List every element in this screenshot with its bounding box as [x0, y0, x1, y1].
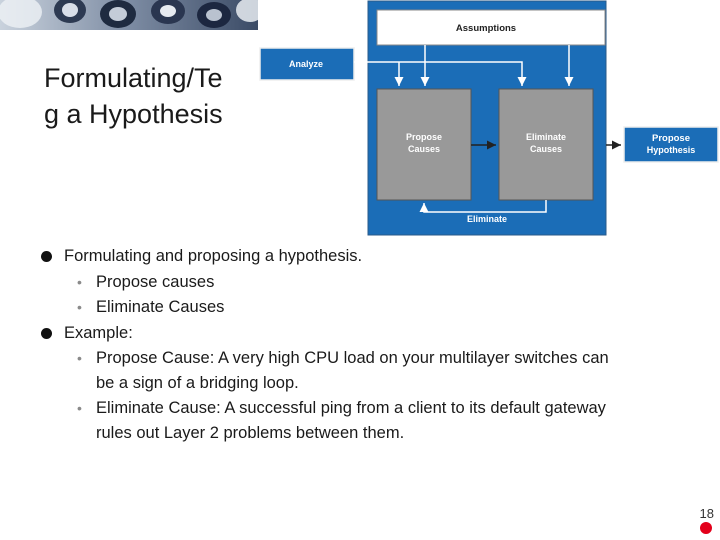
red-dot-icon [700, 522, 712, 534]
assumptions-label: Assumptions [456, 23, 516, 34]
sub-bullet-item: • Eliminate Cause: A successful ping fro… [44, 396, 684, 446]
sub-bullet-text: Eliminate Causes [96, 298, 225, 316]
bullet-dot-icon [41, 251, 52, 262]
header-banner-image [0, 0, 258, 30]
sub-bullet-dot-icon: • [77, 350, 82, 366]
sub-bullet-text-line1: Eliminate Cause: A successful ping from … [96, 399, 606, 417]
propose-hypothesis-label-line1: Propose [652, 133, 690, 144]
analyze-box [259, 47, 355, 81]
propose-hypothesis-box [623, 126, 719, 163]
sub-bullet-text-line2: rules out Layer 2 problems between them. [96, 424, 405, 442]
arrow-analyze-to-right [399, 61, 527, 86]
sub-bullet-item: • Propose Cause: A very high CPU load on… [44, 346, 684, 396]
slide-title: Formulating/Te g a Hypothesis [44, 60, 258, 140]
bullet-text: Example: [64, 323, 133, 342]
eliminate-causes-box [498, 88, 594, 201]
analyze-label: Analyze [289, 59, 323, 69]
bullet-list: Formulating and proposing a hypothesis. … [41, 244, 684, 446]
bullet-item: Example: [41, 321, 684, 347]
sub-bullet-dot-icon: • [77, 273, 82, 290]
eliminate-causes-label-line2: Causes [530, 144, 562, 154]
bullet-text: Formulating and proposing a hypothesis. [64, 247, 363, 265]
propose-hypothesis-label-line2: Hypothesis [647, 145, 696, 155]
eliminate-causes-label-line1: Eliminate [526, 132, 566, 142]
sub-bullet-text-line2: be a sign of a bridging loop. [96, 374, 299, 392]
sub-bullet-dot-icon: • [77, 299, 82, 315]
page-number: 18 [699, 506, 714, 521]
sub-bullet-text-line1: Propose Cause: A very high CPU load on y… [96, 349, 609, 367]
slide-title-text: Formulating/Te g a Hypothesis [44, 63, 223, 129]
sub-bullet-item: • Eliminate Causes [44, 295, 684, 321]
sub-bullet-text: Propose causes [96, 272, 215, 291]
sub-bullet-item: • Propose causes [44, 270, 684, 296]
assumptions-box [376, 9, 606, 46]
bullet-item: Formulating and proposing a hypothesis. [41, 244, 684, 270]
arrow-eliminate-loop [419, 200, 547, 213]
propose-causes-box [376, 88, 472, 201]
eliminate-label: Eliminate [467, 214, 507, 224]
bullet-dot-icon [41, 327, 52, 339]
sub-bullet-dot-icon: • [77, 400, 82, 416]
propose-causes-label-line2: Causes [408, 144, 440, 154]
hypothesis-diagram: Assumptions Analyze Propose Causes Elimi… [259, 0, 719, 236]
banner-photo-icon [0, 0, 258, 30]
propose-causes-label-line1: Propose [406, 132, 442, 142]
